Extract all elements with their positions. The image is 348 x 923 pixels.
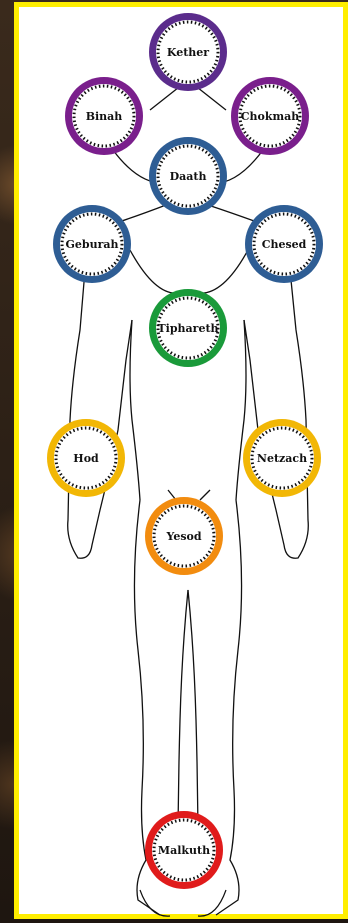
sephirah-binah: Binah bbox=[65, 77, 143, 155]
sephirah-kether: Kether bbox=[149, 13, 227, 91]
sephirah-chokmah: Chokmah bbox=[231, 77, 309, 155]
sephirah-tiphareth: Tiphareth bbox=[149, 289, 227, 367]
sephirah-netzach: Netzach bbox=[243, 419, 321, 497]
sephirah-label-tiphareth: Tiphareth bbox=[157, 322, 218, 335]
sephirah-daath: Daath bbox=[149, 137, 227, 215]
sephirah-geburah: Geburah bbox=[53, 205, 131, 283]
sephirah-chesed: Chesed bbox=[245, 205, 323, 283]
sephirah-label-binah: Binah bbox=[86, 110, 123, 123]
sephirah-yesod: Yesod bbox=[145, 497, 223, 575]
sephirah-label-yesod: Yesod bbox=[165, 530, 201, 543]
sephirah-hod: Hod bbox=[47, 419, 125, 497]
sephirah-label-hod: Hod bbox=[73, 452, 99, 465]
sephirah-label-kether: Kether bbox=[167, 46, 209, 59]
sephirah-label-chesed: Chesed bbox=[262, 238, 307, 251]
feet-outline bbox=[140, 890, 226, 916]
sephirah-malkuth: Malkuth bbox=[145, 811, 223, 889]
sephirah-label-netzach: Netzach bbox=[257, 452, 307, 465]
sephirah-label-chokmah: Chokmah bbox=[241, 110, 299, 123]
sephirah-label-geburah: Geburah bbox=[65, 238, 118, 251]
sephirah-label-daath: Daath bbox=[170, 170, 207, 183]
sephirah-label-malkuth: Malkuth bbox=[158, 844, 210, 857]
